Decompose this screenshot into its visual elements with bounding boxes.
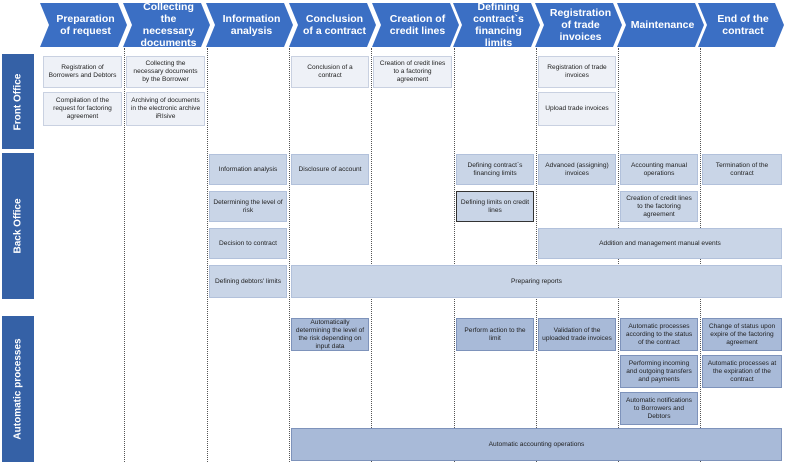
lane-front-office: Front Office — [2, 54, 34, 149]
box-collecting-documents: Collecting the necessary documents by th… — [126, 56, 205, 88]
chevron-shape — [453, 3, 540, 47]
column-divider — [536, 48, 537, 462]
box-defining-financing-limits: Defining contract`s financing limits — [456, 154, 534, 185]
box-disclosure-account: Disclosure of account — [291, 154, 369, 185]
lane-label: Back Office — [12, 198, 24, 254]
column-divider — [454, 48, 455, 462]
stage-conclusion-of-contract: Conclusion of a contract — [289, 3, 376, 47]
stage-label: Conclusion of a contract — [303, 13, 367, 37]
column-divider — [289, 48, 290, 462]
column-divider — [371, 48, 372, 462]
chevron-shape — [206, 3, 293, 47]
box-auto-risk: Automatically determining the level of t… — [291, 318, 369, 351]
box-change-status: Change of status upon expire of the fact… — [702, 318, 782, 351]
box-information-analysis: Information analysis — [209, 154, 287, 185]
box-registration-trade: Registration of trade invoices — [538, 56, 616, 88]
column-divider — [207, 48, 208, 462]
box-decision-contract: Decision to contract — [209, 228, 287, 259]
box-defining-debtors-limits: Defining debtors' limits — [209, 265, 287, 298]
box-creation-credit-lines: Creation of credit lines to a factoring … — [373, 56, 452, 88]
stage-label: Maintenance — [630, 19, 695, 31]
stage-label: Creation of credit lines — [389, 13, 446, 37]
box-accounting-manual: Accounting manual operations — [620, 154, 698, 185]
box-auto-notifications: Automatic notifications to Borrowers and… — [620, 392, 698, 425]
lane-back-office: Back Office — [2, 153, 34, 299]
box-advanced-invoices: Advanced (assigning) invoices — [538, 154, 616, 185]
stage-collecting-documents: Collecting the necessary documents — [123, 1, 210, 49]
stage-registration-of-trade-invoices: Registration of trade invoices — [535, 3, 622, 47]
chevron-shape — [698, 3, 784, 47]
stage-label: Collecting the necessary documents — [140, 1, 197, 49]
box-conclusion-contract: Conclusion of a contract — [291, 56, 369, 88]
stage-maintenance: Maintenance — [617, 3, 704, 47]
box-auto-expiration: Automatic processes at the expiration of… — [702, 355, 782, 388]
box-validation-invoices: Validation of the uploaded trade invoice… — [538, 318, 616, 351]
chevron-shape — [617, 3, 704, 47]
stage-label: Preparation of request — [56, 13, 115, 37]
stage-defining-financing-limits: Defining contract`s financing limits — [453, 1, 540, 49]
lane-automatic-processes: Automatic processes — [2, 316, 34, 462]
stage-label: Defining contract`s financing limits — [473, 1, 524, 49]
lane-label: Front Office — [12, 73, 24, 130]
box-termination-contract: Termination of the contract — [702, 154, 782, 185]
chevron-shape — [535, 3, 622, 47]
box-auto-accounting: Automatic accounting operations — [291, 428, 782, 461]
box-preparing-reports: Preparing reports — [291, 265, 782, 298]
column-divider — [124, 48, 125, 462]
box-addition-management: Addition and management manual events — [538, 228, 782, 259]
lane-label: Automatic processes — [12, 338, 24, 440]
stage-label: Registration of trade invoices — [549, 7, 612, 43]
box-auto-processes-status: Automatic processes according to the sta… — [620, 318, 698, 351]
box-archiving-documents: Archiving of documents in the electronic… — [126, 92, 205, 126]
chevron-shape — [289, 3, 376, 47]
stage-label: Information analysis — [222, 13, 281, 37]
chevron-shape — [40, 3, 127, 47]
box-defining-limits-credit-lines: Defining limits on credit lines — [456, 191, 534, 222]
box-registration-borrowers: Registration of Borrowers and Debtors — [43, 56, 122, 88]
box-compilation-request: Compilation of the request for factoring… — [43, 92, 122, 126]
box-determining-risk: Determining the level of risk — [209, 191, 287, 222]
stage-label: End of the contract — [717, 13, 769, 37]
box-upload-trade: Upload trade invoices — [538, 92, 616, 126]
box-creation-credit-lines-agreement: Creation of credit lines to the factorin… — [620, 191, 698, 222]
stage-preparation-of-request: Preparation of request — [40, 3, 127, 47]
stage-information-analysis: Information analysis — [206, 3, 293, 47]
box-perform-action-limit: Perform action to the limit — [456, 318, 534, 351]
stage-end-of-contract: End of the contract — [698, 3, 784, 47]
chevron-shape — [123, 3, 210, 47]
stage-creation-of-credit-lines: Creation of credit lines — [372, 3, 459, 47]
box-performing-transfers: Performing incoming and outgoing transfe… — [620, 355, 698, 388]
chevron-shape — [372, 3, 459, 47]
